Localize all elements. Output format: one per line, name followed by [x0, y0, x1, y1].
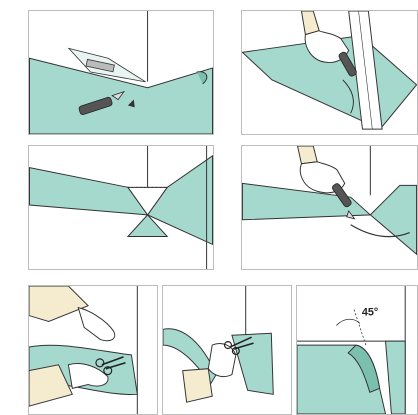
step-7-panel: 45° — [296, 285, 418, 415]
sleeve-top — [29, 286, 88, 321]
step-3-panel — [28, 145, 214, 270]
step-2-illustration — [242, 11, 417, 134]
step-7-illustration: 45° — [297, 286, 417, 414]
vinyl-sheet-right — [370, 185, 416, 254]
vinyl-sheet-left — [29, 168, 147, 215]
step-5-panel — [28, 285, 158, 415]
step-4-panel — [241, 145, 418, 270]
hand-icon — [78, 308, 114, 341]
sleeve — [298, 146, 318, 164]
step-6-illustration — [163, 286, 291, 414]
step-5-illustration — [29, 286, 157, 414]
step-1-panel — [28, 10, 214, 135]
step-4-illustration — [242, 146, 417, 269]
vinyl-sheet-right — [386, 341, 406, 414]
hand-icon — [208, 344, 236, 377]
sleeve — [183, 369, 213, 402]
step-2-panel — [241, 10, 418, 135]
angle-label: 45° — [362, 307, 378, 319]
step-3-illustration — [29, 146, 213, 269]
step-1-illustration — [29, 11, 213, 134]
step-6-panel — [162, 285, 292, 415]
angle-arc — [336, 319, 360, 325]
